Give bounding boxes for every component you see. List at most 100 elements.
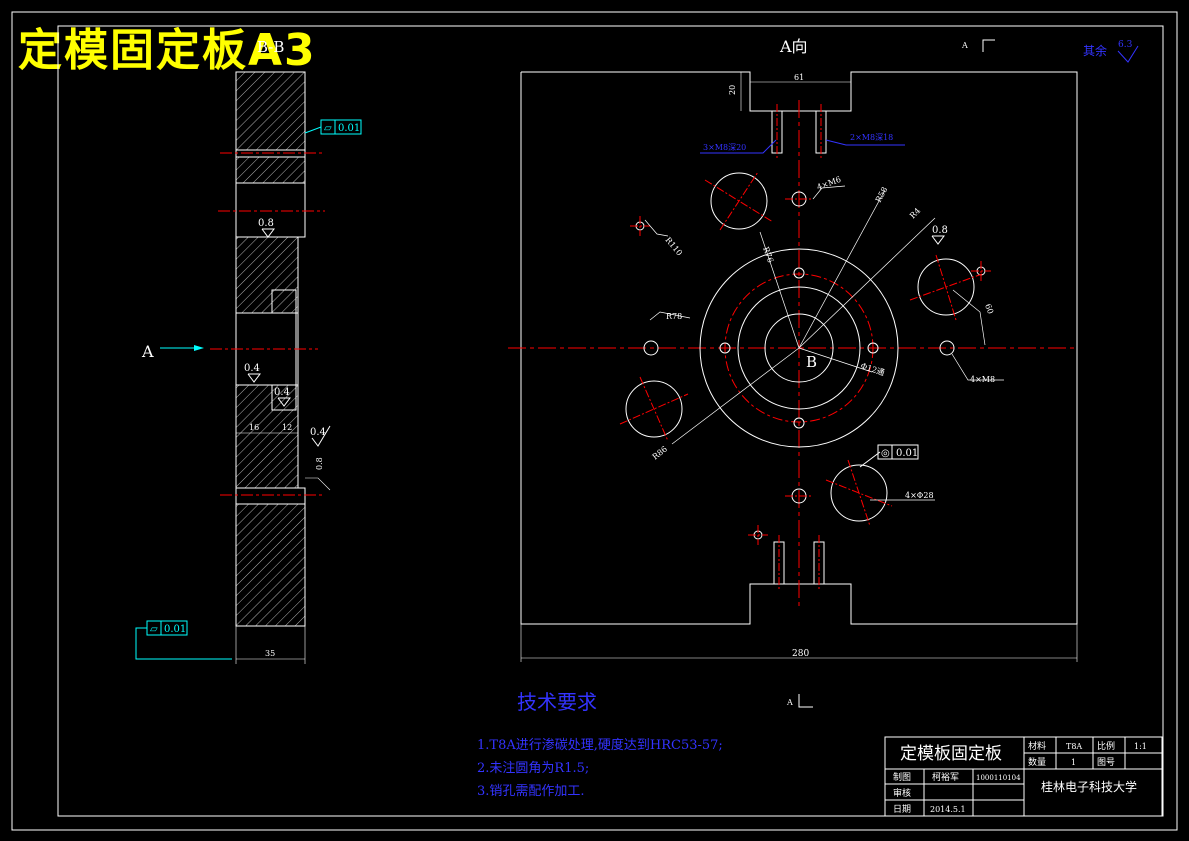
tech-item-3: 3.销孔需配作加工. — [477, 784, 585, 799]
inner-circle — [764, 313, 834, 383]
dim-r78: R78 — [666, 312, 682, 321]
sheet-title: 定模固定板A3 — [18, 25, 317, 76]
step-profile — [271, 289, 297, 411]
rest-roughness: 其余 6.3 — [1083, 40, 1139, 63]
tolerance-frame-3: ◎ 0.01 — [859, 444, 919, 468]
hole-m6-left — [719, 342, 731, 354]
svg-text:6.3: 6.3 — [1118, 40, 1133, 50]
dim-phi28: 4×Φ28 — [905, 491, 934, 500]
tech-item-2: 2.未注圆角为R1.5; — [477, 761, 589, 776]
hatch-block-1 — [235, 71, 306, 151]
hole-m8-right — [939, 340, 955, 356]
screw-leader-left — [700, 139, 777, 154]
roughness-08-b: 0.8 — [931, 225, 948, 245]
dim-r4: R4 — [908, 206, 922, 220]
drawn-name: 柯裕军 — [932, 771, 959, 783]
inner-frame — [57, 25, 1164, 817]
hole-m6-top — [793, 267, 805, 279]
tolerance-frame-2: ⏥ 0.01 — [135, 620, 232, 660]
svg-text:A: A — [786, 698, 793, 707]
svg-text:0.4: 0.4 — [274, 387, 290, 398]
hole-phi28-2 — [917, 258, 975, 316]
hatch-block-4 — [235, 384, 299, 489]
qty-value: 1 — [1071, 758, 1076, 767]
dim-60: 60 — [983, 303, 995, 316]
svg-text:0.8: 0.8 — [932, 225, 948, 236]
slot-depth: 20 — [728, 85, 737, 95]
center-label-b: B — [806, 353, 817, 371]
hatch-block-2 — [235, 156, 306, 184]
drawing-no-label: 图号 — [1097, 757, 1115, 768]
corner-mark-top: A — [961, 39, 995, 52]
dim-r58: R58 — [874, 185, 890, 204]
dim-m6: 4×M6 — [816, 175, 843, 192]
hole-phi28-4 — [830, 464, 888, 522]
date-value: 2014.5.1 — [930, 805, 966, 814]
pcd-circle — [724, 273, 874, 423]
material-value: T8A — [1066, 742, 1082, 751]
screw-holes-right: 2×M8深18 — [850, 133, 893, 142]
corner-mark-bottom: A — [786, 694, 813, 708]
student-no: 1000110104 — [976, 774, 1021, 782]
thickness-value: 35 — [265, 649, 275, 658]
qty-label: 数量 — [1028, 756, 1046, 768]
section-view: B-B A 0.8 0.4 0.4 — [135, 38, 362, 664]
roughness-04-b: 0.4 — [274, 387, 291, 407]
screw-leader-right — [825, 139, 905, 146]
roughness-04-a: 0.4 — [244, 363, 261, 383]
view-title-a: A向 — [779, 37, 808, 56]
scale-label: 比例 — [1097, 740, 1115, 752]
dim-r86: R86 — [651, 445, 669, 462]
svg-text:◎: ◎ — [881, 448, 890, 459]
tech-requirements: 技术要求 1.T8A进行渗碳处理,硬度达到HRC53-57; 2.未注圆角为R1… — [477, 690, 723, 799]
svg-text:0.4: 0.4 — [244, 363, 260, 374]
sec-dim-3: 0.8 — [315, 457, 324, 470]
radial-leaders — [644, 185, 1004, 501]
screw-holes-left: 3×M8深20 — [703, 143, 746, 152]
dim-r76: R76 — [761, 246, 775, 264]
sec-leader — [305, 477, 331, 491]
hole-m8-left — [643, 340, 659, 356]
title-block — [884, 736, 1163, 817]
dim-m8: 4×M8 — [970, 375, 995, 384]
hatch-block-5 — [235, 503, 306, 627]
date-label: 日期 — [893, 804, 911, 815]
scale-value: 1:1 — [1134, 742, 1147, 751]
svg-text:0.01: 0.01 — [896, 448, 918, 459]
roughness-08-a: 0.8 — [258, 218, 275, 238]
outer-frame — [11, 11, 1178, 831]
svg-text:0.8: 0.8 — [258, 218, 274, 229]
dim-phi12: Φ12通 — [859, 360, 886, 377]
svg-text:⏥: ⏥ — [324, 123, 332, 134]
roughness-04-c: 0.4 — [310, 425, 331, 447]
plan-view: A向 61 20 3×M8深20 2×M8深18 B — [508, 37, 1078, 662]
tolerance-frame-1: ⏥ 0.01 — [304, 119, 362, 135]
review-label: 审核 — [893, 787, 911, 799]
material-label: 材料 — [1028, 740, 1046, 752]
hole-m6-bottom — [793, 417, 805, 429]
slot-width: 61 — [794, 73, 804, 82]
outer-circle — [699, 248, 899, 448]
school-name: 桂林电子科技大学 — [1041, 779, 1137, 794]
tech-heading: 技术要求 — [517, 690, 597, 714]
middle-circle — [737, 286, 861, 410]
svg-text:A: A — [961, 41, 968, 50]
section-label: B-B — [257, 38, 284, 56]
hole-phi28-1 — [710, 172, 768, 230]
hole-m6-right — [867, 342, 879, 354]
dim-r110: R110 — [663, 236, 684, 258]
sec-dim-2: 12 — [282, 423, 292, 432]
svg-text:⏥: ⏥ — [150, 624, 158, 635]
tech-item-1: 1.T8A进行渗碳处理,硬度达到HRC53-57; — [477, 737, 723, 753]
hole-centerlines — [619, 171, 991, 545]
drawn-label: 制图 — [893, 771, 911, 783]
view-arrow-head — [194, 345, 204, 351]
svg-text:其余: 其余 — [1083, 43, 1107, 58]
hatch-block-3 — [235, 236, 299, 314]
width-total: 280 — [792, 649, 809, 659]
svg-text:0.01: 0.01 — [338, 123, 360, 134]
view-arrow-a: A — [141, 342, 154, 361]
svg-text:0.4: 0.4 — [310, 427, 326, 438]
hole-phi28-3 — [625, 380, 683, 438]
